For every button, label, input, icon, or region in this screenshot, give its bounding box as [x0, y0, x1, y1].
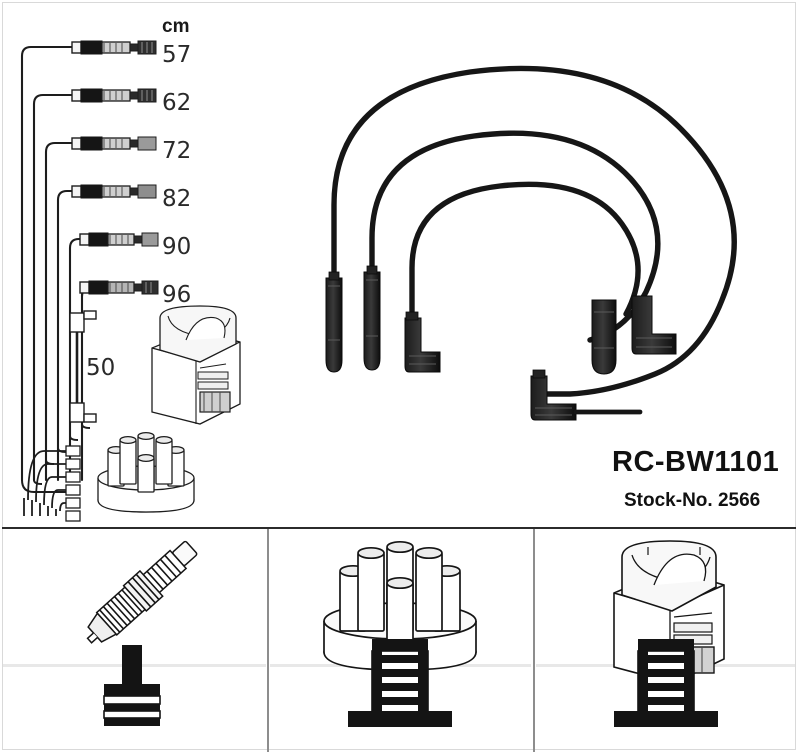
- stock-number: Stock-No. 2566: [624, 490, 761, 511]
- length-label-3: 72: [162, 138, 192, 164]
- length-label-2: 62: [162, 90, 192, 116]
- divider-faint-panel-3: [536, 664, 795, 667]
- divider-vertical-right: [533, 529, 535, 752]
- divider-faint-panel-1: [3, 664, 266, 667]
- length-label-50: 50: [86, 355, 116, 381]
- length-label-1: 57: [162, 42, 192, 68]
- divider-horizontal-main: [2, 527, 796, 529]
- length-label-4: 82: [162, 186, 192, 212]
- length-label-6: 96: [162, 282, 192, 308]
- length-label-5: 90: [162, 234, 192, 260]
- unit-label: cm: [162, 16, 190, 37]
- divider-faint-panel-2: [270, 664, 531, 667]
- divider-vertical-left: [267, 529, 269, 752]
- part-number: RC-BW1101: [612, 446, 780, 478]
